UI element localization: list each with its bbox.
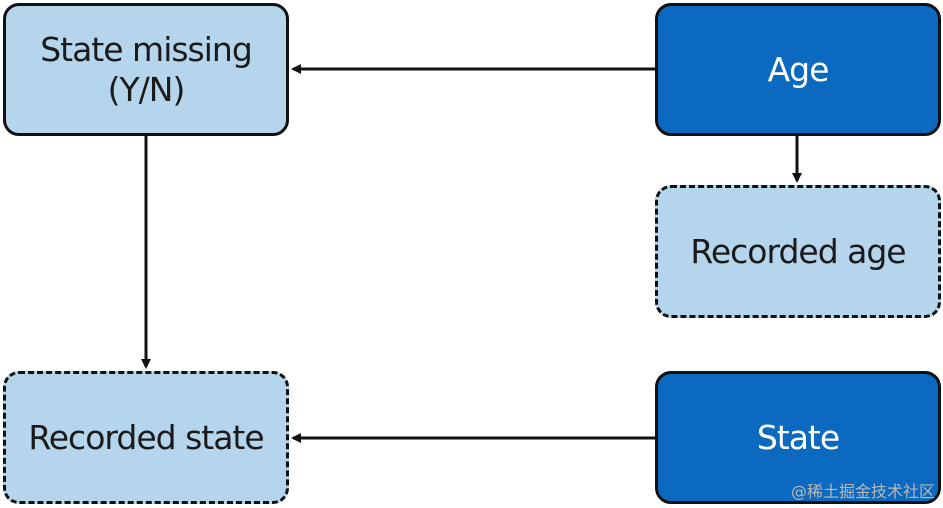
node-state: State (655, 371, 941, 504)
node-age: Age (655, 3, 941, 136)
node-state-missing: State missing (Y/N) (3, 3, 289, 136)
node-recorded-state: Recorded state (3, 371, 289, 504)
node-recorded-age: Recorded age (655, 185, 941, 318)
watermark: @稀土掘金技术社区 (790, 482, 935, 501)
